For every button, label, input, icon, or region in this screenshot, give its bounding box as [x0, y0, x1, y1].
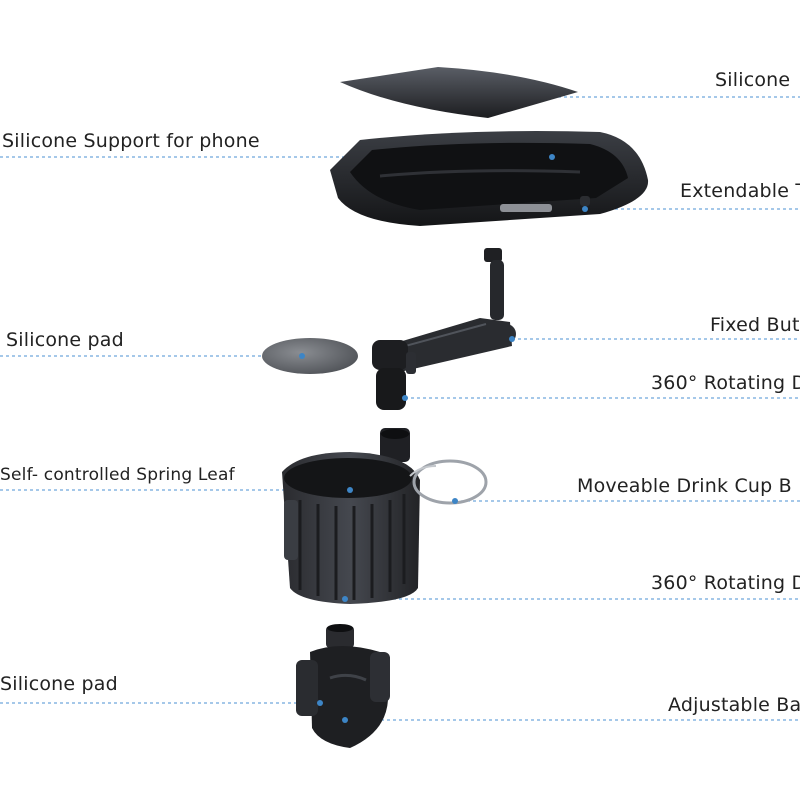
adjustable-base — [296, 624, 390, 748]
leader-dots — [299, 154, 588, 723]
label-silicone-support-for-phone: Silicone Support for phone — [2, 130, 260, 152]
extendable-tray — [330, 131, 649, 226]
label-silicone-pad-bottom: Silicone pad — [0, 673, 118, 695]
left-leader-lines — [0, 156, 552, 704]
silicone-pad-middle — [262, 338, 358, 374]
label-extendable-tray: Extendable T — [680, 180, 800, 202]
drink-cup-holder — [282, 428, 488, 604]
label-360-rotating-top: 360° Rotating D — [651, 372, 800, 394]
label-fixed-button: Fixed But — [710, 314, 800, 336]
label-moveable-drink-cup: Moveable Drink Cup B — [577, 475, 792, 497]
label-360-rotating-bottom: 360° Rotating D — [651, 572, 800, 594]
label-adjustable-base: Adjustable Ba — [668, 694, 800, 716]
right-leader-lines — [345, 96, 800, 721]
label-silicone-top: Silicone — [715, 69, 791, 91]
label-silicone-pad-middle: Silicone pad — [6, 329, 124, 351]
swivel-arm — [372, 248, 516, 410]
label-spring-leaf: Self- controlled Spring Leaf — [0, 465, 235, 485]
silicone-top-sheet — [340, 67, 578, 118]
